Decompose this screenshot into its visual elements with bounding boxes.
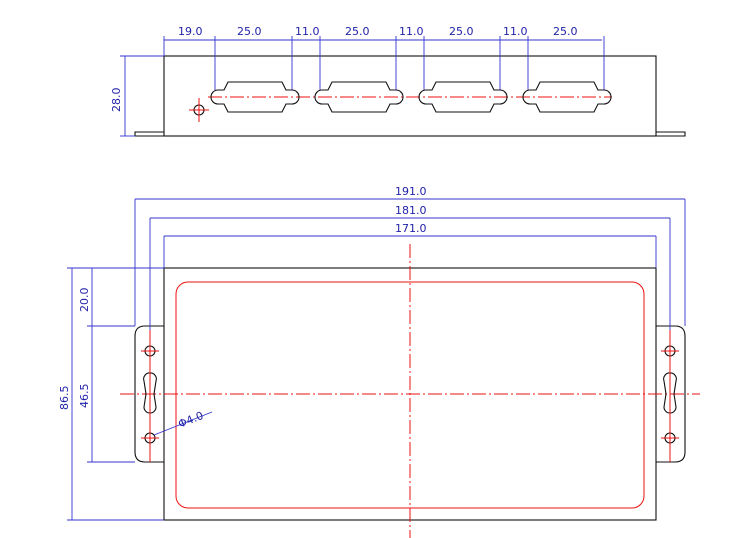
width-outer-label: 191.0 (395, 185, 427, 198)
connector-3 (418, 81, 508, 113)
top-dim-label: 11.0 (399, 25, 424, 38)
right-mounting-flange (656, 325, 686, 463)
connector-1 (210, 81, 300, 113)
front-view: 191.0 181.0 171.0 86.5 20.0 46.5 Φ4.0 (58, 185, 700, 538)
top-height-dimension (120, 55, 164, 137)
top-view-body (163, 55, 657, 137)
width-inner-label: 171.0 (395, 222, 427, 235)
hole-diameter-label: Φ4.0 (176, 409, 205, 431)
top-view: 19.0 25.0 11.0 25.0 11.0 25.0 11.0 25.0 … (110, 25, 686, 137)
connector-4 (522, 81, 612, 113)
height-top-label: 20.0 (78, 288, 91, 313)
top-view-flange (134, 131, 686, 137)
hole-diameter-leader (153, 411, 213, 436)
top-dim-label: 25.0 (237, 25, 262, 38)
top-dim-label: 19.0 (178, 25, 203, 38)
height-holes-label: 46.5 (78, 384, 91, 409)
top-dimension-chain (163, 36, 605, 90)
top-height-label: 28.0 (110, 88, 123, 113)
top-view-hole-marker (189, 98, 209, 122)
left-mounting-flange (134, 325, 164, 463)
top-dim-label: 25.0 (449, 25, 474, 38)
width-mid-label: 181.0 (395, 204, 427, 217)
top-dim-label: 11.0 (295, 25, 320, 38)
top-dim-label: 25.0 (553, 25, 578, 38)
top-dim-label: 11.0 (503, 25, 528, 38)
connector-2 (314, 81, 404, 113)
width-dimensions (134, 198, 686, 330)
height-dimensions (67, 267, 164, 521)
height-total-label: 86.5 (58, 386, 71, 411)
top-dim-label: 25.0 (345, 25, 370, 38)
